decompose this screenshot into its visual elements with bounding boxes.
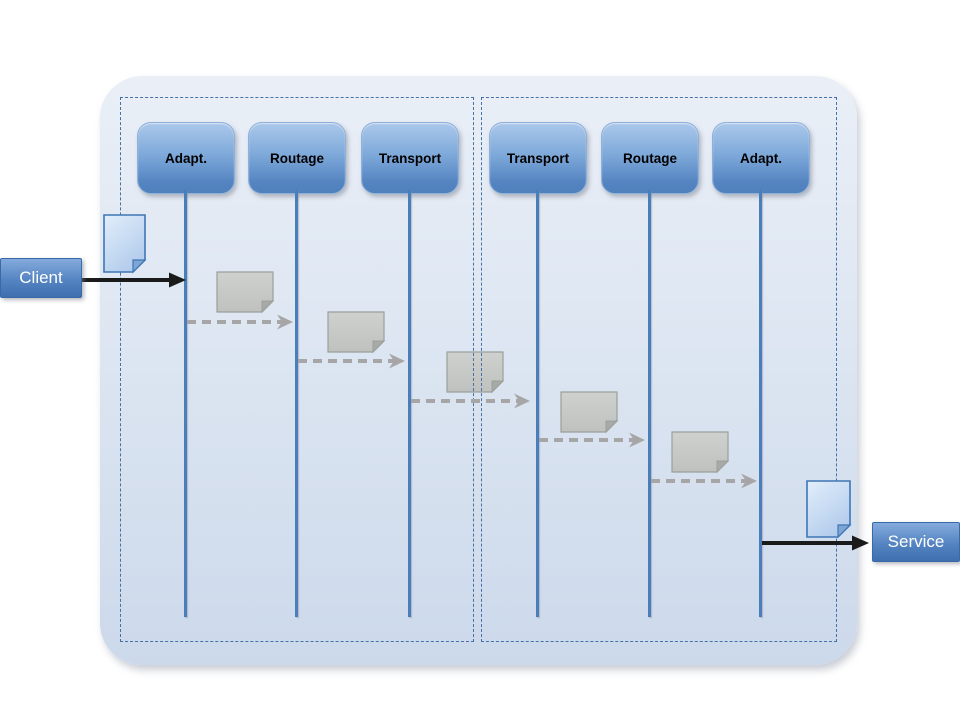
component-box-routage-left: Routage bbox=[248, 122, 346, 194]
service-label: Service bbox=[872, 522, 960, 562]
lifeline bbox=[407, 190, 411, 617]
client-label: Client bbox=[0, 258, 82, 298]
component-box-routage-right: Routage bbox=[601, 122, 699, 194]
component-box-adapt-left: Adapt. bbox=[137, 122, 235, 194]
component-box-transport-left: Transport bbox=[361, 122, 459, 194]
lifeline bbox=[647, 190, 651, 617]
component-box-adapt-right: Adapt. bbox=[712, 122, 810, 194]
lifeline bbox=[294, 190, 298, 617]
lifeline bbox=[183, 190, 187, 617]
lifeline bbox=[759, 190, 762, 617]
component-box-transport-right: Transport bbox=[489, 122, 587, 194]
lifeline bbox=[535, 190, 539, 617]
